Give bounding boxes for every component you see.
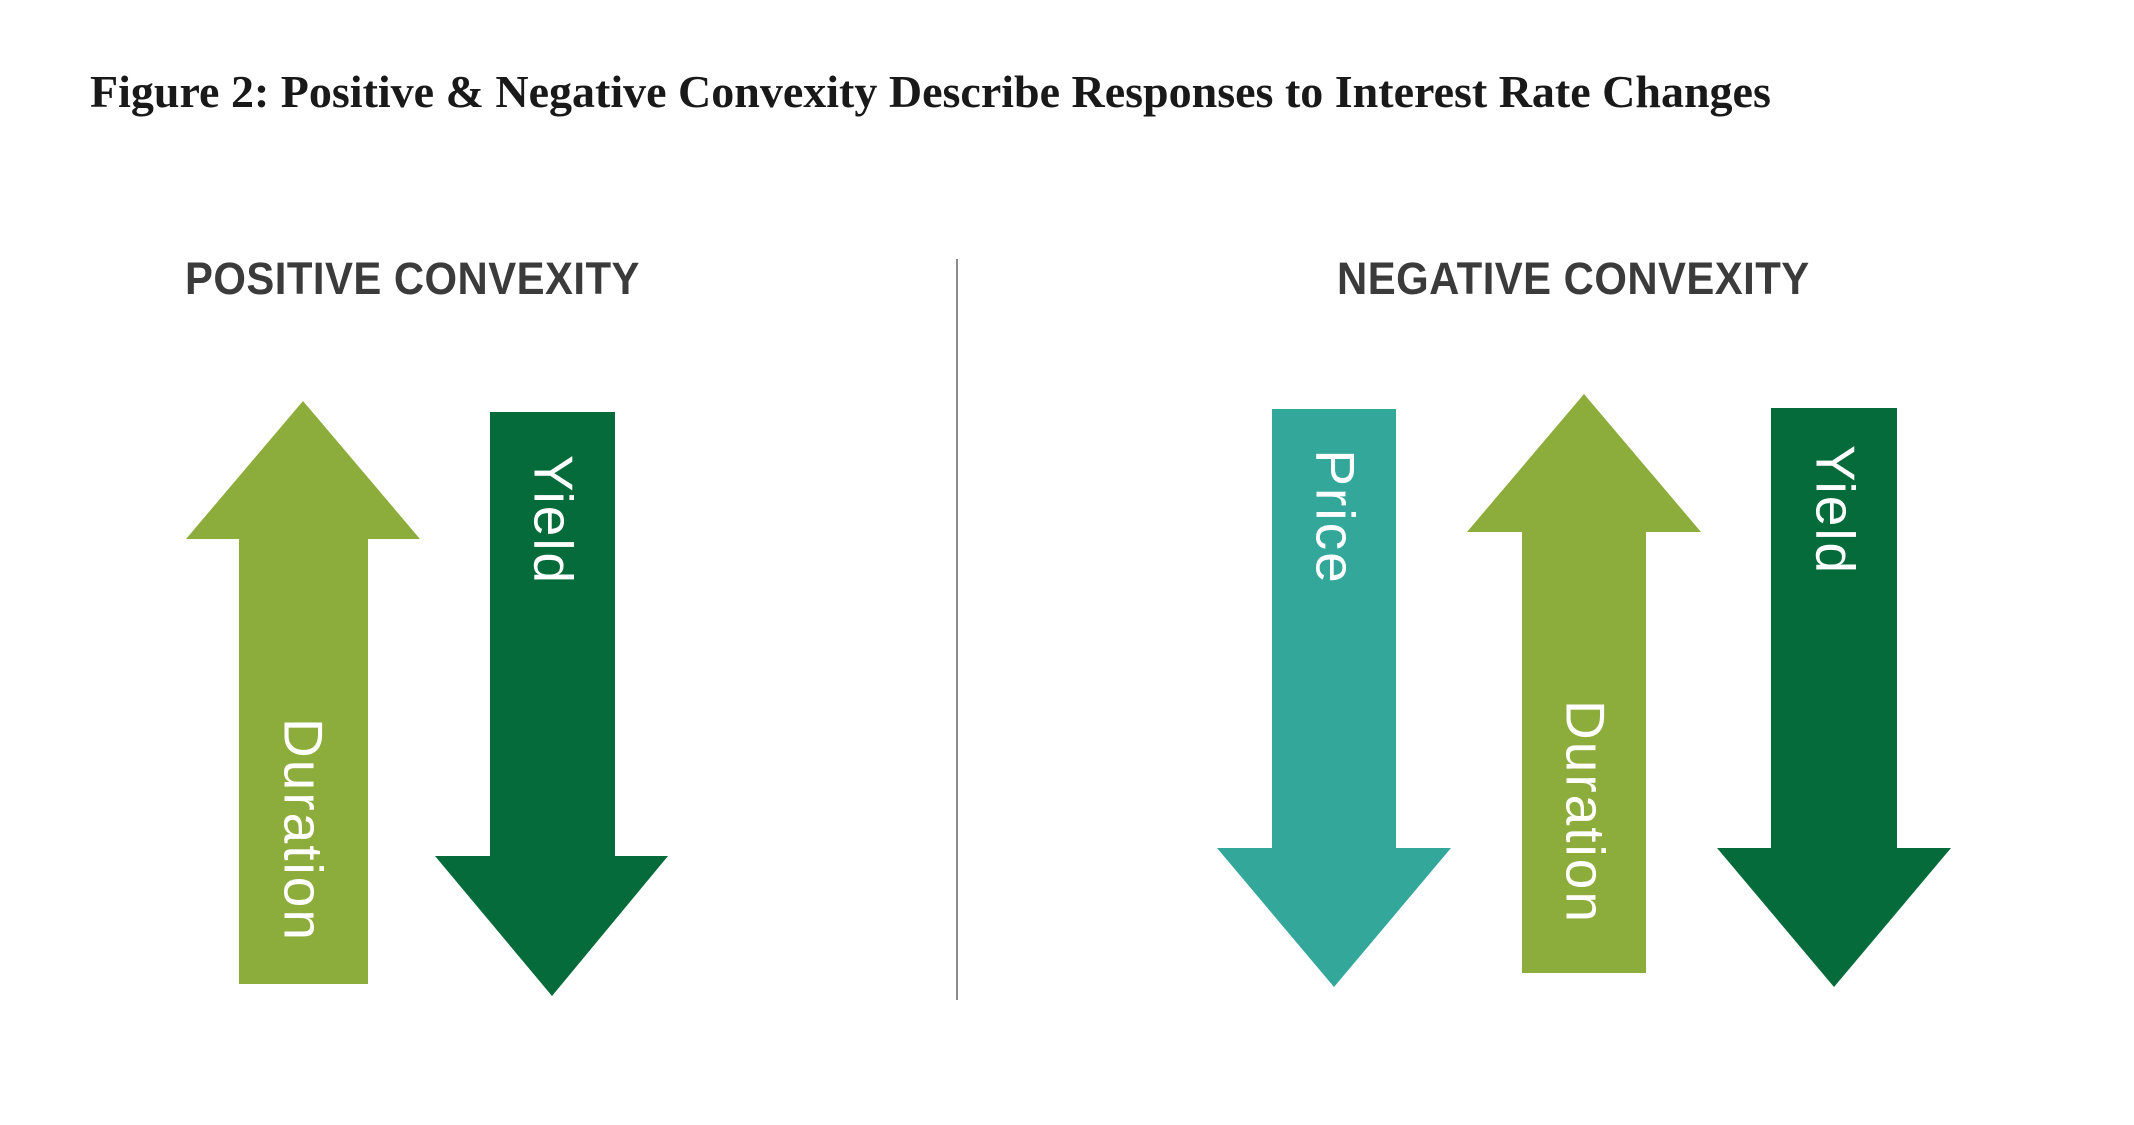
up-arrow-shape [1467, 394, 1701, 973]
price-down-arrow [1217, 409, 1451, 987]
down-arrow-shape [435, 412, 668, 996]
yield-arrow-label: Yield [1804, 444, 1867, 576]
price-arrow-label: Price [1304, 449, 1367, 585]
positive-convexity-heading: POSITIVE CONVEXITY [185, 253, 640, 304]
duration-up-arrow [1467, 394, 1701, 973]
duration-arrow-label: Duration [1554, 700, 1617, 924]
figure-title: Figure 2: Positive & Negative Convexity … [90, 66, 1771, 117]
yield-arrow-label: Yield [522, 454, 585, 586]
duration-up-arrow [186, 401, 420, 984]
negative-convexity-heading: NEGATIVE CONVEXITY [1337, 253, 1810, 304]
panel-divider-line [956, 259, 958, 1000]
duration-arrow-label: Duration [272, 718, 335, 942]
yield-down-arrow [435, 412, 668, 996]
down-arrow-shape [1217, 409, 1451, 987]
down-arrow-shape [1717, 408, 1951, 987]
yield-down-arrow [1717, 408, 1951, 987]
up-arrow-shape [186, 401, 420, 984]
